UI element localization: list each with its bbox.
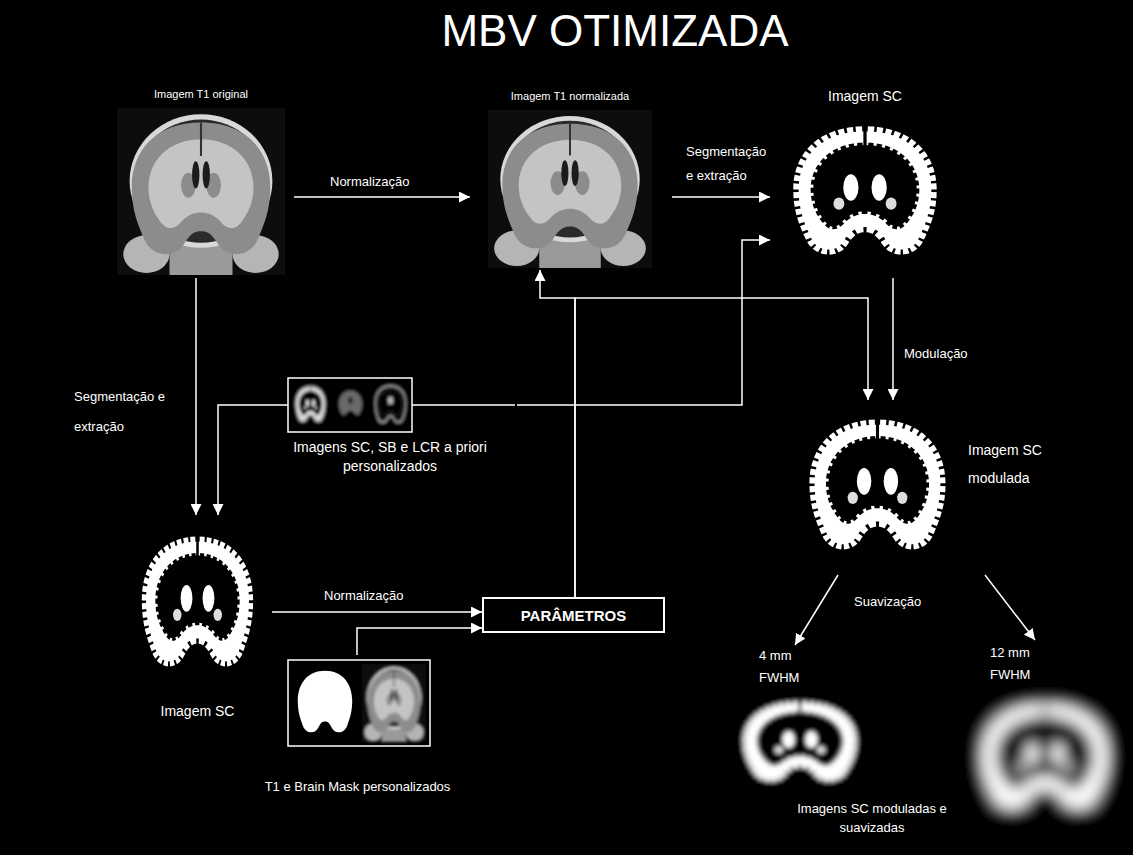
node-text: 12 mm FWHM [990, 642, 1046, 686]
flow-arrow [517, 240, 770, 405]
process-label: Suavização [852, 594, 923, 609]
node-text: Imagem T1 original [110, 88, 292, 102]
process-box: PARÂMETROS [482, 597, 665, 633]
node-text: PARÂMETROS [484, 607, 663, 626]
image-panel: 4 mm FWHM [725, 645, 875, 797]
flow-arrow [294, 196, 470, 198]
template-panel: T1 e Brain Mask personalizados [240, 655, 477, 805]
prior-lead-right [412, 404, 515, 406]
prior-lead-left [265, 404, 288, 406]
prior-panel: Imagens SC, SB e LCR a priori personaliz… [265, 375, 517, 485]
t1-template-image [362, 664, 426, 742]
node-text: T1 e Brain Mask personalizados [240, 779, 475, 795]
group-caption: Imagens SC moduladas e suavizadas [780, 800, 964, 838]
t1-original-image [117, 108, 285, 275]
flow-arrow [575, 298, 868, 597]
gm-smoothed-4mm-image [730, 692, 870, 795]
edge-label: Modulação [902, 346, 970, 361]
image-panel: Imagem SC modulada [790, 400, 1052, 575]
flow-arrow [672, 196, 770, 198]
flow-arrow [540, 270, 575, 597]
diagram-title: MBV OTIMIZADA [380, 6, 850, 56]
image-panel: Imagem T1 original [110, 85, 294, 278]
csf-prior-image [372, 382, 409, 428]
flow-arrow [218, 405, 265, 515]
image-panel: Imagem T1 normalizada [470, 88, 672, 270]
gm-smoothed-12mm-image [966, 690, 1124, 828]
node-text: Imagem SC modulada [968, 436, 1050, 492]
gm-prior-image [292, 382, 329, 428]
node-text: Imagem SC [125, 703, 270, 721]
edge-label: Normalização [322, 588, 405, 603]
gm-image [778, 112, 952, 275]
prior-frame [288, 378, 412, 432]
gm-native-image [130, 522, 265, 687]
image-panel: Imagem SC [770, 88, 962, 278]
wm-prior-image [332, 382, 369, 428]
t1-normalized-image [488, 110, 652, 268]
brain-mask-image [292, 664, 358, 742]
node-text: 4 mm FWHM [759, 645, 809, 689]
flow-arrow [195, 278, 197, 515]
edge-label: Segmentação e extração [72, 382, 186, 442]
edge-label: Segmentação e extração [684, 140, 774, 188]
flow-arrow [985, 575, 1035, 640]
gm-modulated-image [795, 405, 960, 570]
node-text: Imagem T1 normalizada [470, 90, 670, 104]
image-panel: Imagem SC [125, 515, 272, 727]
node-text: Imagens SC, SB e LCR a priori personaliz… [265, 438, 515, 476]
node-text: Imagem SC [770, 88, 960, 106]
edge-label: Normalização [328, 174, 411, 189]
flow-arrow [357, 628, 482, 655]
image-panel: 12 mm FWHM [962, 640, 1126, 830]
template-frame [288, 660, 430, 746]
flow-arrow [272, 611, 482, 613]
flow-arrow [892, 278, 894, 400]
flow-arrow [795, 575, 838, 645]
